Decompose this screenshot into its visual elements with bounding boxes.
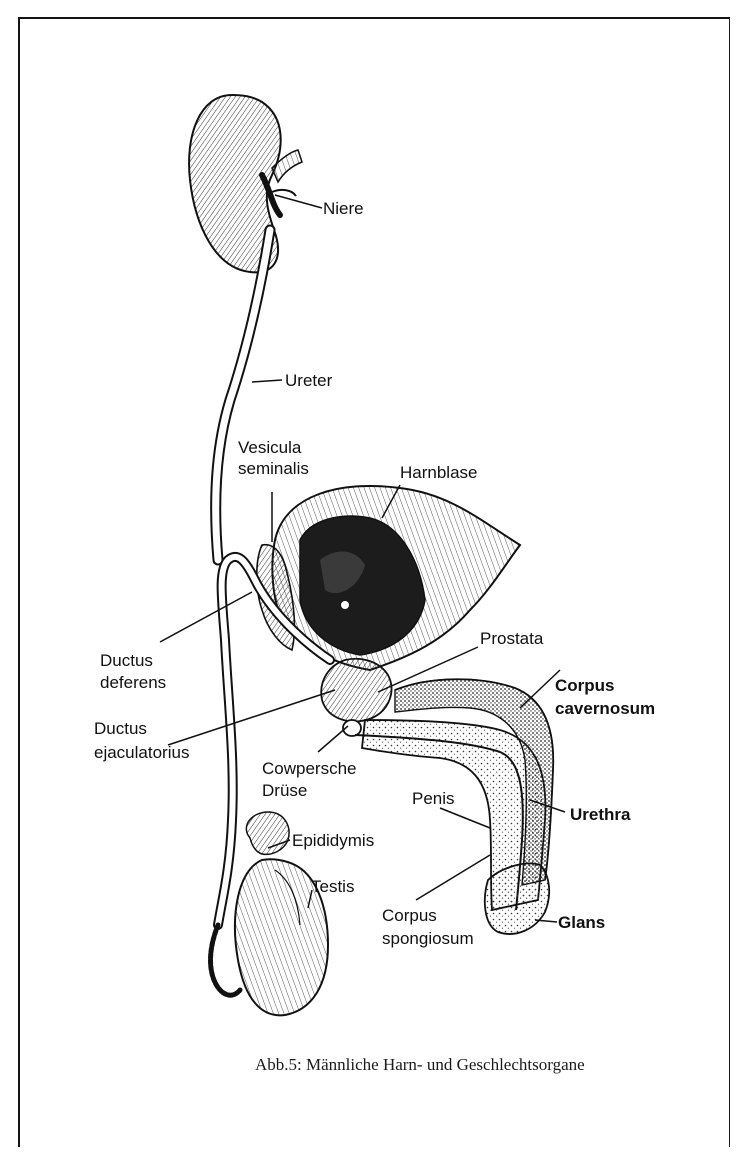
- label-ureter: Ureter: [285, 370, 332, 391]
- label-ductus-ejaculatorius-line1: Ductus: [94, 718, 147, 739]
- label-ductus-deferens-line2: deferens: [100, 672, 166, 693]
- label-ductus-deferens-line1: Ductus: [100, 650, 153, 671]
- ureter-shape: [216, 230, 270, 560]
- label-harnblase: Harnblase: [400, 462, 478, 483]
- label-corpus-cavernosum-line2: cavernosum: [555, 698, 655, 719]
- label-cowpersche-line2: Drüse: [262, 780, 307, 801]
- label-cowpersche-line1: Cowpersche: [262, 758, 357, 779]
- label-urethra: Urethra: [570, 804, 630, 825]
- kidney-shape: [189, 95, 302, 272]
- label-corpus-cavernosum-line1: Corpus: [555, 675, 615, 696]
- label-vesicula-line1: Vesicula: [238, 437, 301, 458]
- label-niere: Niere: [323, 198, 364, 219]
- label-epididymis: Epididymis: [292, 830, 374, 851]
- label-vesicula-line2: seminalis: [238, 458, 309, 479]
- label-glans: Glans: [558, 912, 605, 933]
- label-corpus-spongiosum-line1: Corpus: [382, 905, 437, 926]
- label-corpus-spongiosum-line2: spongiosum: [382, 928, 474, 949]
- label-penis: Penis: [412, 788, 455, 809]
- label-testis: Testis: [311, 876, 354, 897]
- label-prostata: Prostata: [480, 628, 543, 649]
- figure-caption: Abb.5: Männliche Harn- und Geschlechtsor…: [255, 1055, 585, 1075]
- glans-shape: [485, 863, 549, 933]
- label-ductus-ejaculatorius-line2: ejaculatorius: [94, 742, 189, 763]
